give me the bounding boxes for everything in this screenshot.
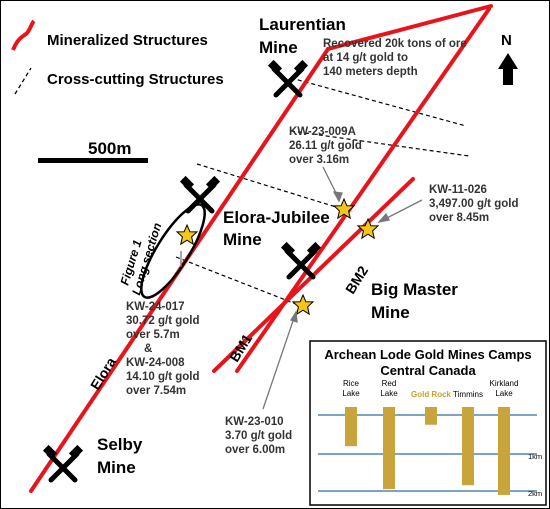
laurentian-mine-label: Laurentian Mine	[259, 15, 346, 57]
camp-bar	[425, 407, 437, 425]
svg-text:KW-11-026: KW-11-026	[429, 184, 487, 196]
svg-text:14.10 g/t gold: 14.10 g/t gold	[126, 371, 200, 383]
svg-text:Recovered 20k tons of ore: Recovered 20k tons of ore	[323, 38, 467, 50]
long-section-ellipse	[140, 203, 206, 299]
svg-text:Mine: Mine	[371, 303, 410, 322]
camp-name: Red	[382, 379, 397, 388]
north-arrow-icon	[498, 53, 518, 85]
legend-crosscutting-label: Cross-cutting Structures	[47, 71, 224, 88]
svg-text:Mine: Mine	[259, 38, 298, 57]
camp-name: Timmins	[453, 390, 483, 399]
svg-text:140 meters depth: 140 meters depth	[323, 66, 418, 78]
inset-title-line2: Central Canada	[380, 363, 476, 378]
svg-text:KW-24-017: KW-24-017	[126, 301, 185, 313]
north-arrow: N	[498, 32, 518, 85]
svg-text:&: &	[144, 343, 152, 355]
scale-bar: 500m	[38, 139, 148, 163]
kw11-026-callout: KW-11-026 3,497.00 g/t gold over 8.45m	[429, 184, 518, 224]
north-label: N	[501, 32, 512, 49]
svg-text:over 3.16m: over 3.16m	[289, 154, 349, 166]
svg-text:over 6.00m: over 6.00m	[225, 444, 285, 456]
svg-text:over 5.7m: over 5.7m	[126, 329, 180, 341]
svg-text:Big Master: Big Master	[371, 280, 458, 299]
legend-mineralized-label: Mineralized Structures	[47, 32, 208, 49]
camp-name: Lake	[495, 389, 513, 398]
svg-text:3,497.00 g/t gold: 3,497.00 g/t gold	[429, 198, 518, 210]
svg-text:KW-23-009A: KW-23-009A	[289, 126, 356, 138]
camp-name: Lake	[380, 389, 398, 398]
legend-mineralized-swatch	[11, 19, 36, 51]
depth-label-2km: 2km	[528, 489, 542, 498]
elora-label: Elora	[87, 354, 119, 392]
svg-text:3.70 g/t gold: 3.70 g/t gold	[225, 430, 292, 442]
svg-text:over 7.54m: over 7.54m	[126, 385, 186, 397]
camp-name: Kirkland	[490, 379, 519, 388]
svg-text:Laurentian: Laurentian	[259, 15, 346, 34]
depth-label-1km: 1km	[528, 452, 542, 461]
kw23-010-callout: KW-23-010 3.70 g/t gold over 6.00m	[225, 416, 292, 456]
svg-text:30.72 g/t gold: 30.72 g/t gold	[126, 315, 200, 327]
gold-camps-inset: Archean Lode Gold Mines Camps Central Ca…	[309, 340, 547, 506]
camp-bar	[498, 407, 510, 495]
inset-title-line1: Archean Lode Gold Mines Camps	[324, 347, 531, 362]
camp-name: Rice	[343, 379, 360, 388]
svg-text:at 14 g/t gold to: at 14 g/t gold to	[323, 52, 408, 64]
figure-1-label: Figure 1 Long section	[117, 221, 164, 297]
legend-crosscutting-swatch	[14, 67, 32, 95]
camp-bar	[345, 407, 357, 447]
drill-star-kw24	[176, 224, 198, 245]
bm2-structure	[235, 7, 491, 373]
camp-name: Lake	[342, 389, 360, 398]
callout-arrows	[180, 166, 423, 410]
bm2-label: BM2	[342, 263, 371, 297]
svg-text:Selby: Selby	[97, 435, 143, 454]
laurentian-note: Recovered 20k tons of ore at 14 g/t gold…	[323, 38, 467, 78]
selby-mine-label: Selby Mine	[97, 435, 143, 477]
svg-text:KW-23-010: KW-23-010	[225, 416, 284, 428]
svg-text:over 8.45m: over 8.45m	[429, 212, 489, 224]
kw23-009a-callout: KW-23-009A 26.11 g/t gold over 3.16m	[289, 126, 362, 166]
svg-text:Elora-Jubilee: Elora-Jubilee	[223, 208, 330, 227]
svg-text:KW-24-008: KW-24-008	[126, 357, 185, 369]
cross-cutting-structures	[175, 77, 470, 307]
scale-label: 500m	[88, 139, 131, 158]
camp-bar	[462, 407, 474, 486]
drill-star-kw11-026	[357, 218, 379, 239]
svg-text:Mine: Mine	[97, 458, 136, 477]
svg-text:Mine: Mine	[223, 230, 262, 249]
camp-name: Gold Rock	[411, 390, 452, 399]
elora-jubilee-mine-label: Elora-Jubilee Mine	[223, 208, 330, 249]
camp-bar	[383, 407, 395, 490]
kw24-callout: KW-24-017 30.72 g/t gold over 5.7m & KW-…	[126, 301, 200, 397]
legend: Mineralized Structures Cross-cutting Str…	[11, 19, 224, 95]
big-master-mine-label: Big Master Mine	[371, 280, 458, 322]
svg-text:26.11 g/t gold: 26.11 g/t gold	[289, 140, 362, 152]
